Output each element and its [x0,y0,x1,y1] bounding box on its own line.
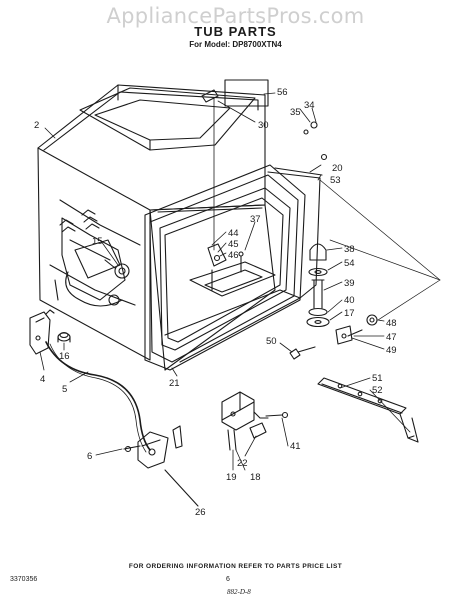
callout-16: 16 [59,351,70,362]
callout-5: 5 [62,384,67,395]
callout-6: 6 [87,451,92,462]
callout-49: 49 [386,345,397,356]
drain-bracket-part [137,431,169,469]
callout-45: 45 [228,239,239,250]
callout-4: 4 [40,374,45,385]
callout-48: 48 [386,318,397,329]
callout-39: 39 [344,278,355,289]
callout-38: 38 [344,244,355,255]
callout-35: 35 [290,107,301,118]
callout-44: 44 [228,228,239,239]
watermark: AppliancePartsPros.com [106,4,365,28]
callout-37: 37 [250,214,261,225]
revision-code: 882-D-8 [227,588,251,596]
callout-41: 41 [290,441,301,452]
callout-50: 50 [266,336,277,347]
callout-56: 56 [277,87,288,98]
callout-22: 22 [237,458,248,469]
callout-52: 52 [372,385,383,396]
callout-19: 19 [226,472,237,483]
ordering-note: FOR ORDERING INFORMATION REFER TO PARTS … [128,563,343,570]
callout-46: 46 [228,250,239,261]
callout-2: 2 [34,120,39,131]
callout-26: 26 [195,507,206,518]
callout-40: 40 [344,295,355,306]
rating-label-plate [224,79,269,107]
page-title: TUB PARTS [194,24,277,39]
callout-51: 51 [372,373,383,384]
callout-18: 18 [250,472,261,483]
document-number: 3370356 [10,576,38,583]
page-number: 6 [226,576,230,583]
callout-17: 17 [344,308,355,319]
door-gasket-outer [144,164,306,371]
inlet-valve-part [29,311,51,355]
callout-15: 15 [92,236,103,247]
callout-21: 21 [169,378,180,389]
spray-arm-hub [309,243,327,261]
callout-30: 30 [258,120,269,131]
callout-47: 47 [386,332,397,343]
dishrack-rail [317,377,407,415]
callout-34: 34 [304,100,315,111]
callout-54: 54 [344,258,355,269]
tub-side-cutout [61,217,126,301]
callout-53: 53 [330,175,341,186]
callout-20: 20 [332,163,343,174]
model-subtitle: For Model: DP8700XTN4 [189,40,282,49]
tub-top-recess [79,87,256,151]
